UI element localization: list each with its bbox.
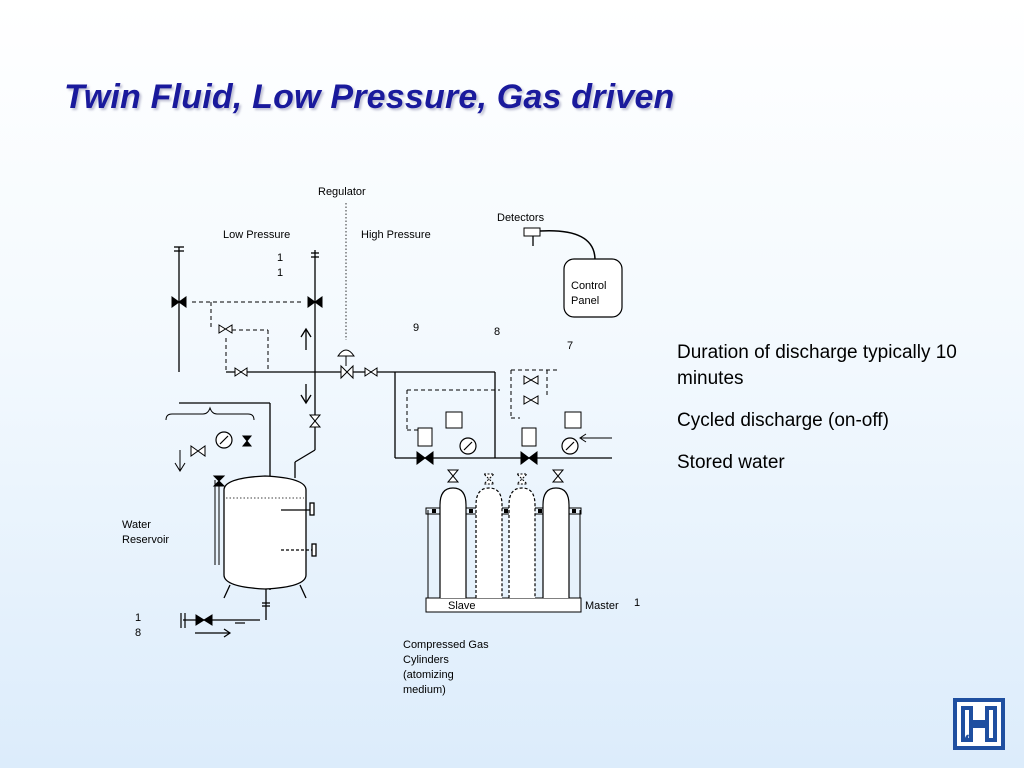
label-cyl-4: medium) <box>403 684 446 696</box>
label-num-11b: 1 <box>277 267 284 279</box>
label-master: Master <box>585 600 619 612</box>
label-cyl-3: (atomizing <box>403 669 454 681</box>
label-num-11a: 1 <box>277 252 284 264</box>
valve-master <box>520 451 538 465</box>
water-reservoir <box>214 475 317 620</box>
valve-left-top <box>171 296 187 308</box>
detector-icon <box>523 227 541 237</box>
bullet-duration: Duration of discharge typically 10 minut… <box>677 342 957 389</box>
label-control: Control <box>571 280 607 292</box>
label-cyl-2: Cylinders <box>403 654 449 666</box>
label-num-7: 7 <box>567 340 574 352</box>
label-panel: Panel <box>571 295 600 307</box>
control-panel-box <box>563 258 623 318</box>
valve-slave <box>416 451 434 465</box>
label-low-pressure: Low Pressure <box>223 229 291 241</box>
label-detectors: Detectors <box>497 212 545 224</box>
gas-cylinders <box>425 473 582 613</box>
bullet-cycled: Cycled discharge (on-off) <box>677 410 889 431</box>
slide-title: Twin Fluid, Low Pressure, Gas driven <box>64 78 675 116</box>
valve-right-top <box>307 296 323 308</box>
label-water: Water <box>122 519 151 531</box>
label-num-1: 1 <box>634 597 641 609</box>
label-cyl-1: Compressed Gas <box>403 639 489 651</box>
label-regulator: Regulator <box>318 186 366 198</box>
label-slave: Slave <box>448 600 476 612</box>
label-num-18b: 8 <box>135 627 142 639</box>
label-num-18a: 1 <box>135 612 142 624</box>
bullet-list: Duration of discharge typically 10 minut… <box>677 340 997 492</box>
label-reservoir: Reservoir <box>122 534 170 546</box>
company-logo <box>953 698 1005 750</box>
label-num-9: 9 <box>413 322 420 334</box>
label-high-pressure: High Pressure <box>361 229 431 241</box>
bullet-stored: Stored water <box>677 452 785 473</box>
label-num-8: 8 <box>494 326 501 338</box>
